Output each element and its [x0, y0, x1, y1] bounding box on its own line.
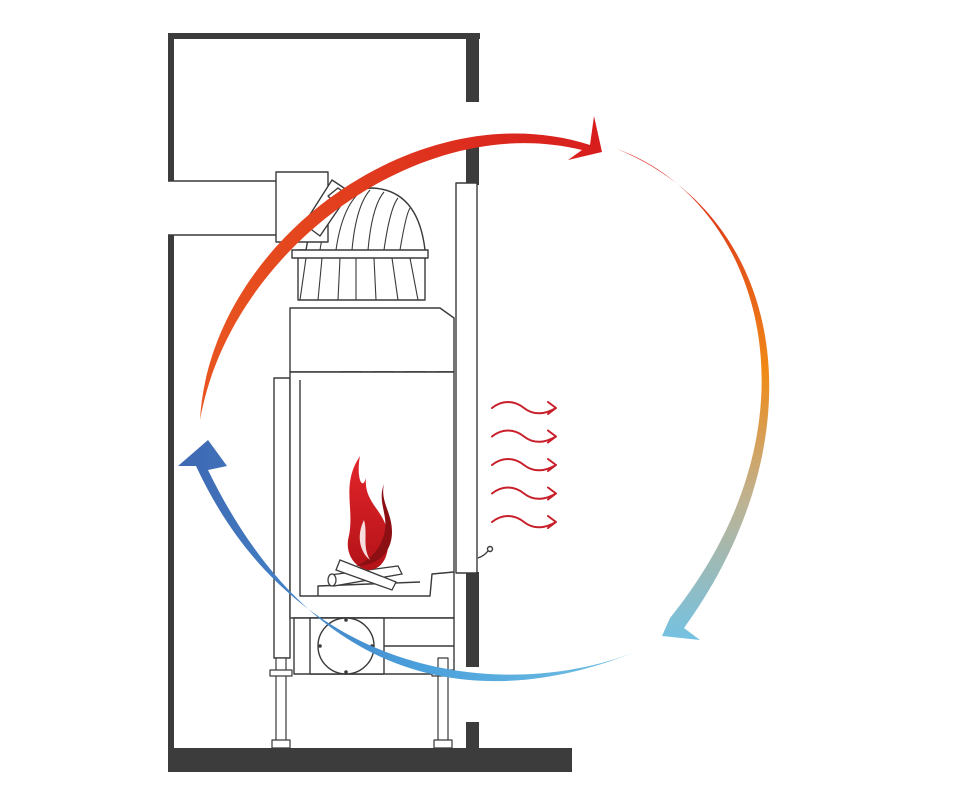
left-wall-upper: [168, 33, 174, 181]
flue-duct: [168, 180, 278, 236]
fireplace-insert: [269, 171, 494, 749]
cool-air-arrow-bottom: [178, 440, 640, 682]
right-wall-middle: [466, 145, 479, 185]
wavy-arrow-icon: [491, 486, 557, 501]
fan-bolts: [318, 618, 374, 674]
radiant-heat-waves: [491, 401, 557, 529]
wavy-arrow-icon: [491, 429, 557, 444]
front-glass-panel: [455, 182, 478, 574]
blower-fan-icon: [317, 617, 375, 675]
air-circulation-arrows: [178, 116, 770, 682]
right-wall-lower: [466, 572, 479, 667]
door-handle-knob: [486, 545, 494, 553]
wavy-arrow-icon: [491, 515, 557, 529]
wavy-arrow-icon: [491, 458, 557, 472]
wall-structure: [168, 33, 572, 772]
fire: [327, 456, 403, 591]
firewood-icon: [327, 559, 403, 591]
warm-air-arrow-right: [617, 149, 770, 640]
flame-icon: [347, 456, 392, 570]
firebox-left-panel: [273, 377, 291, 659]
wavy-arrow-icon: [491, 401, 557, 415]
firebox-inner-wall: [299, 380, 455, 597]
door-handle: [477, 550, 489, 559]
insert-upper-body: [289, 307, 455, 373]
top-wall: [168, 33, 480, 39]
floor-slab: [168, 748, 572, 772]
left-wall-lower: [168, 235, 174, 750]
right-wall-bottom: [466, 722, 479, 750]
convection-hood: [291, 187, 429, 301]
right-wall-top: [466, 33, 479, 102]
